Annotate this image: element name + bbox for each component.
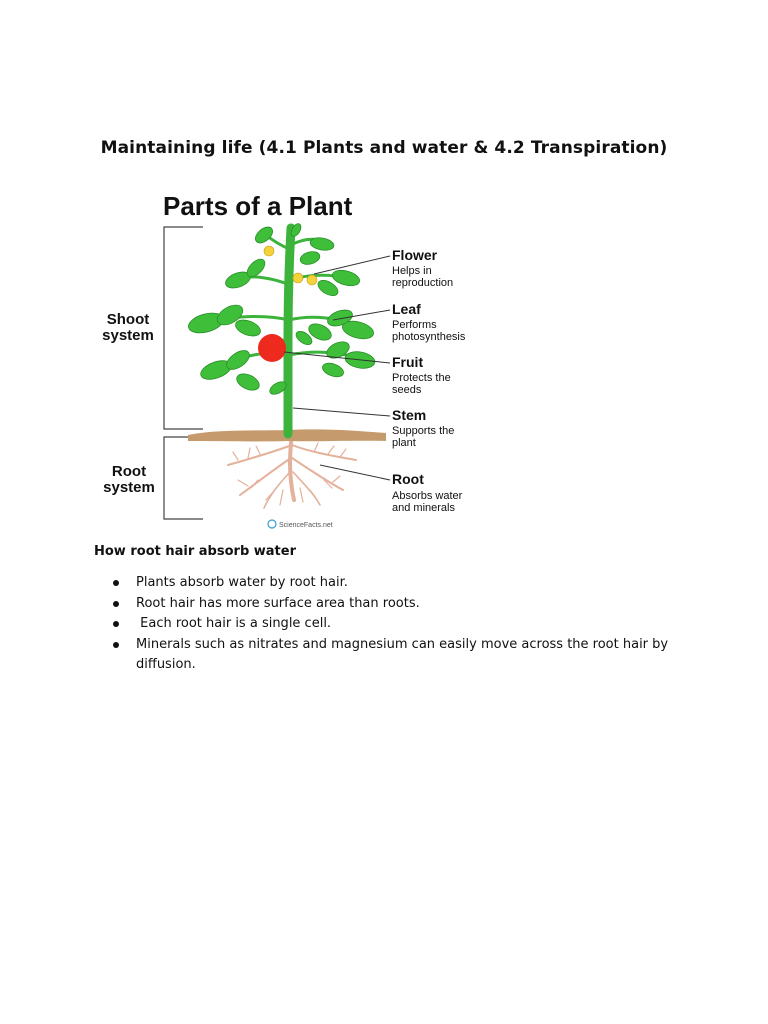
part-desc-stem-1: Supports the [392, 425, 454, 437]
part-desc-fruit-1: Protects the [392, 372, 451, 384]
credit-logo-icon [267, 519, 277, 529]
page-title: Maintaining life (4.1 Plants and water &… [100, 138, 668, 159]
list-item-text: Root hair has more surface area than roo… [136, 595, 420, 611]
part-desc-stem-2: plant [392, 437, 416, 449]
part-desc-leaf-2: photosynthesis [392, 331, 466, 343]
part-desc-root-2: and minerals [392, 502, 455, 514]
part-desc-fruit-2: seeds [392, 384, 422, 396]
list-item-text: Plants absorb water by root hair. [136, 575, 348, 590]
part-desc-leaf-1: Performs [392, 319, 437, 331]
part-name-flower: Flower [392, 247, 438, 263]
bullet-icon [113, 621, 119, 627]
part-name-leaf: Leaf [392, 301, 421, 317]
leaves-illustration [188, 223, 376, 395]
part-name-stem: Stem [392, 407, 426, 423]
bullet-icon [113, 600, 119, 607]
fruit-illustration [258, 334, 286, 362]
list-item-text: Each root hair is a single cell. [136, 616, 332, 631]
shoot-system-label-line2: system [102, 327, 154, 344]
flowers-illustration [263, 245, 318, 286]
root-illustration [227, 431, 357, 509]
list-item: Minerals such as nitrates and magnesium … [110, 635, 680, 676]
leader-lines [283, 255, 391, 481]
root-system-bracket [163, 436, 203, 520]
part-desc-flower-2: reproduction [392, 277, 453, 289]
figure-credit: ScienceFacts.net [279, 522, 333, 529]
list-item-text: Minerals such as nitrates and magnesium … [136, 636, 669, 673]
list-item: Root hair has more surface area than roo… [110, 594, 680, 615]
bullet-list: Plants absorb water by root hair. Root h… [110, 573, 680, 676]
list-item: Plants absorb water by root hair. [110, 573, 680, 594]
bullet-icon [113, 580, 119, 586]
section-heading: How root hair absorb water [94, 544, 296, 559]
shoot-system-bracket [163, 226, 203, 430]
part-name-fruit: Fruit [392, 354, 423, 370]
shoot-system-label-line1: Shoot [107, 311, 150, 328]
part-desc-root-1: Absorbs water [392, 490, 463, 502]
bullet-icon [113, 641, 119, 648]
root-system-label-line2: system [103, 479, 155, 496]
stem-illustration [283, 223, 296, 439]
list-item: Each root hair is a single cell. [110, 614, 680, 635]
figure-heading: Parts of a Plant [163, 191, 353, 221]
part-desc-flower-1: Helps in [392, 265, 432, 277]
root-system-label-line1: Root [112, 463, 146, 480]
part-name-root: Root [392, 471, 424, 487]
parts-of-a-plant-figure: Parts of a Plant Shoot system Root syste… [88, 190, 498, 532]
